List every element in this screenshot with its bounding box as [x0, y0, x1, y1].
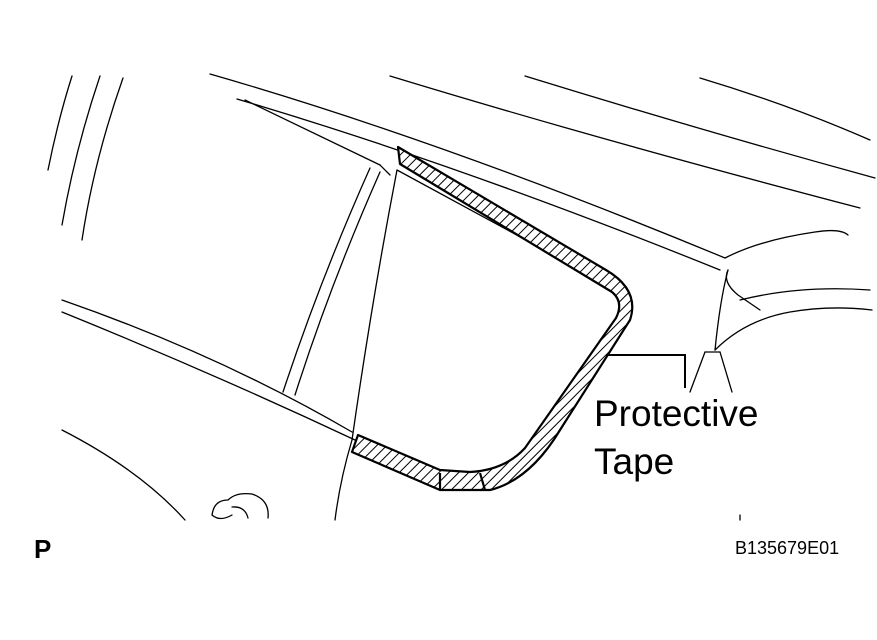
rear-window-edge-lines	[47, 75, 124, 241]
roof-lines	[209, 73, 876, 271]
belt-line	[61, 299, 356, 441]
quarter-panel-lines	[689, 229, 873, 521]
callout-line-1: Protective	[594, 393, 759, 434]
fuel-filler-shape	[211, 492, 269, 520]
figure-code: B135679E01	[735, 538, 840, 558]
door-frame-pillar	[244, 99, 398, 441]
protective-tape-callout: Protective Tape	[594, 390, 759, 486]
callout-leader-line	[606, 354, 686, 388]
lower-body-panel	[61, 429, 353, 521]
protective-tape-strip	[350, 145, 634, 492]
callout-line-2: Tape	[594, 441, 675, 482]
view-marker: P	[34, 534, 52, 564]
